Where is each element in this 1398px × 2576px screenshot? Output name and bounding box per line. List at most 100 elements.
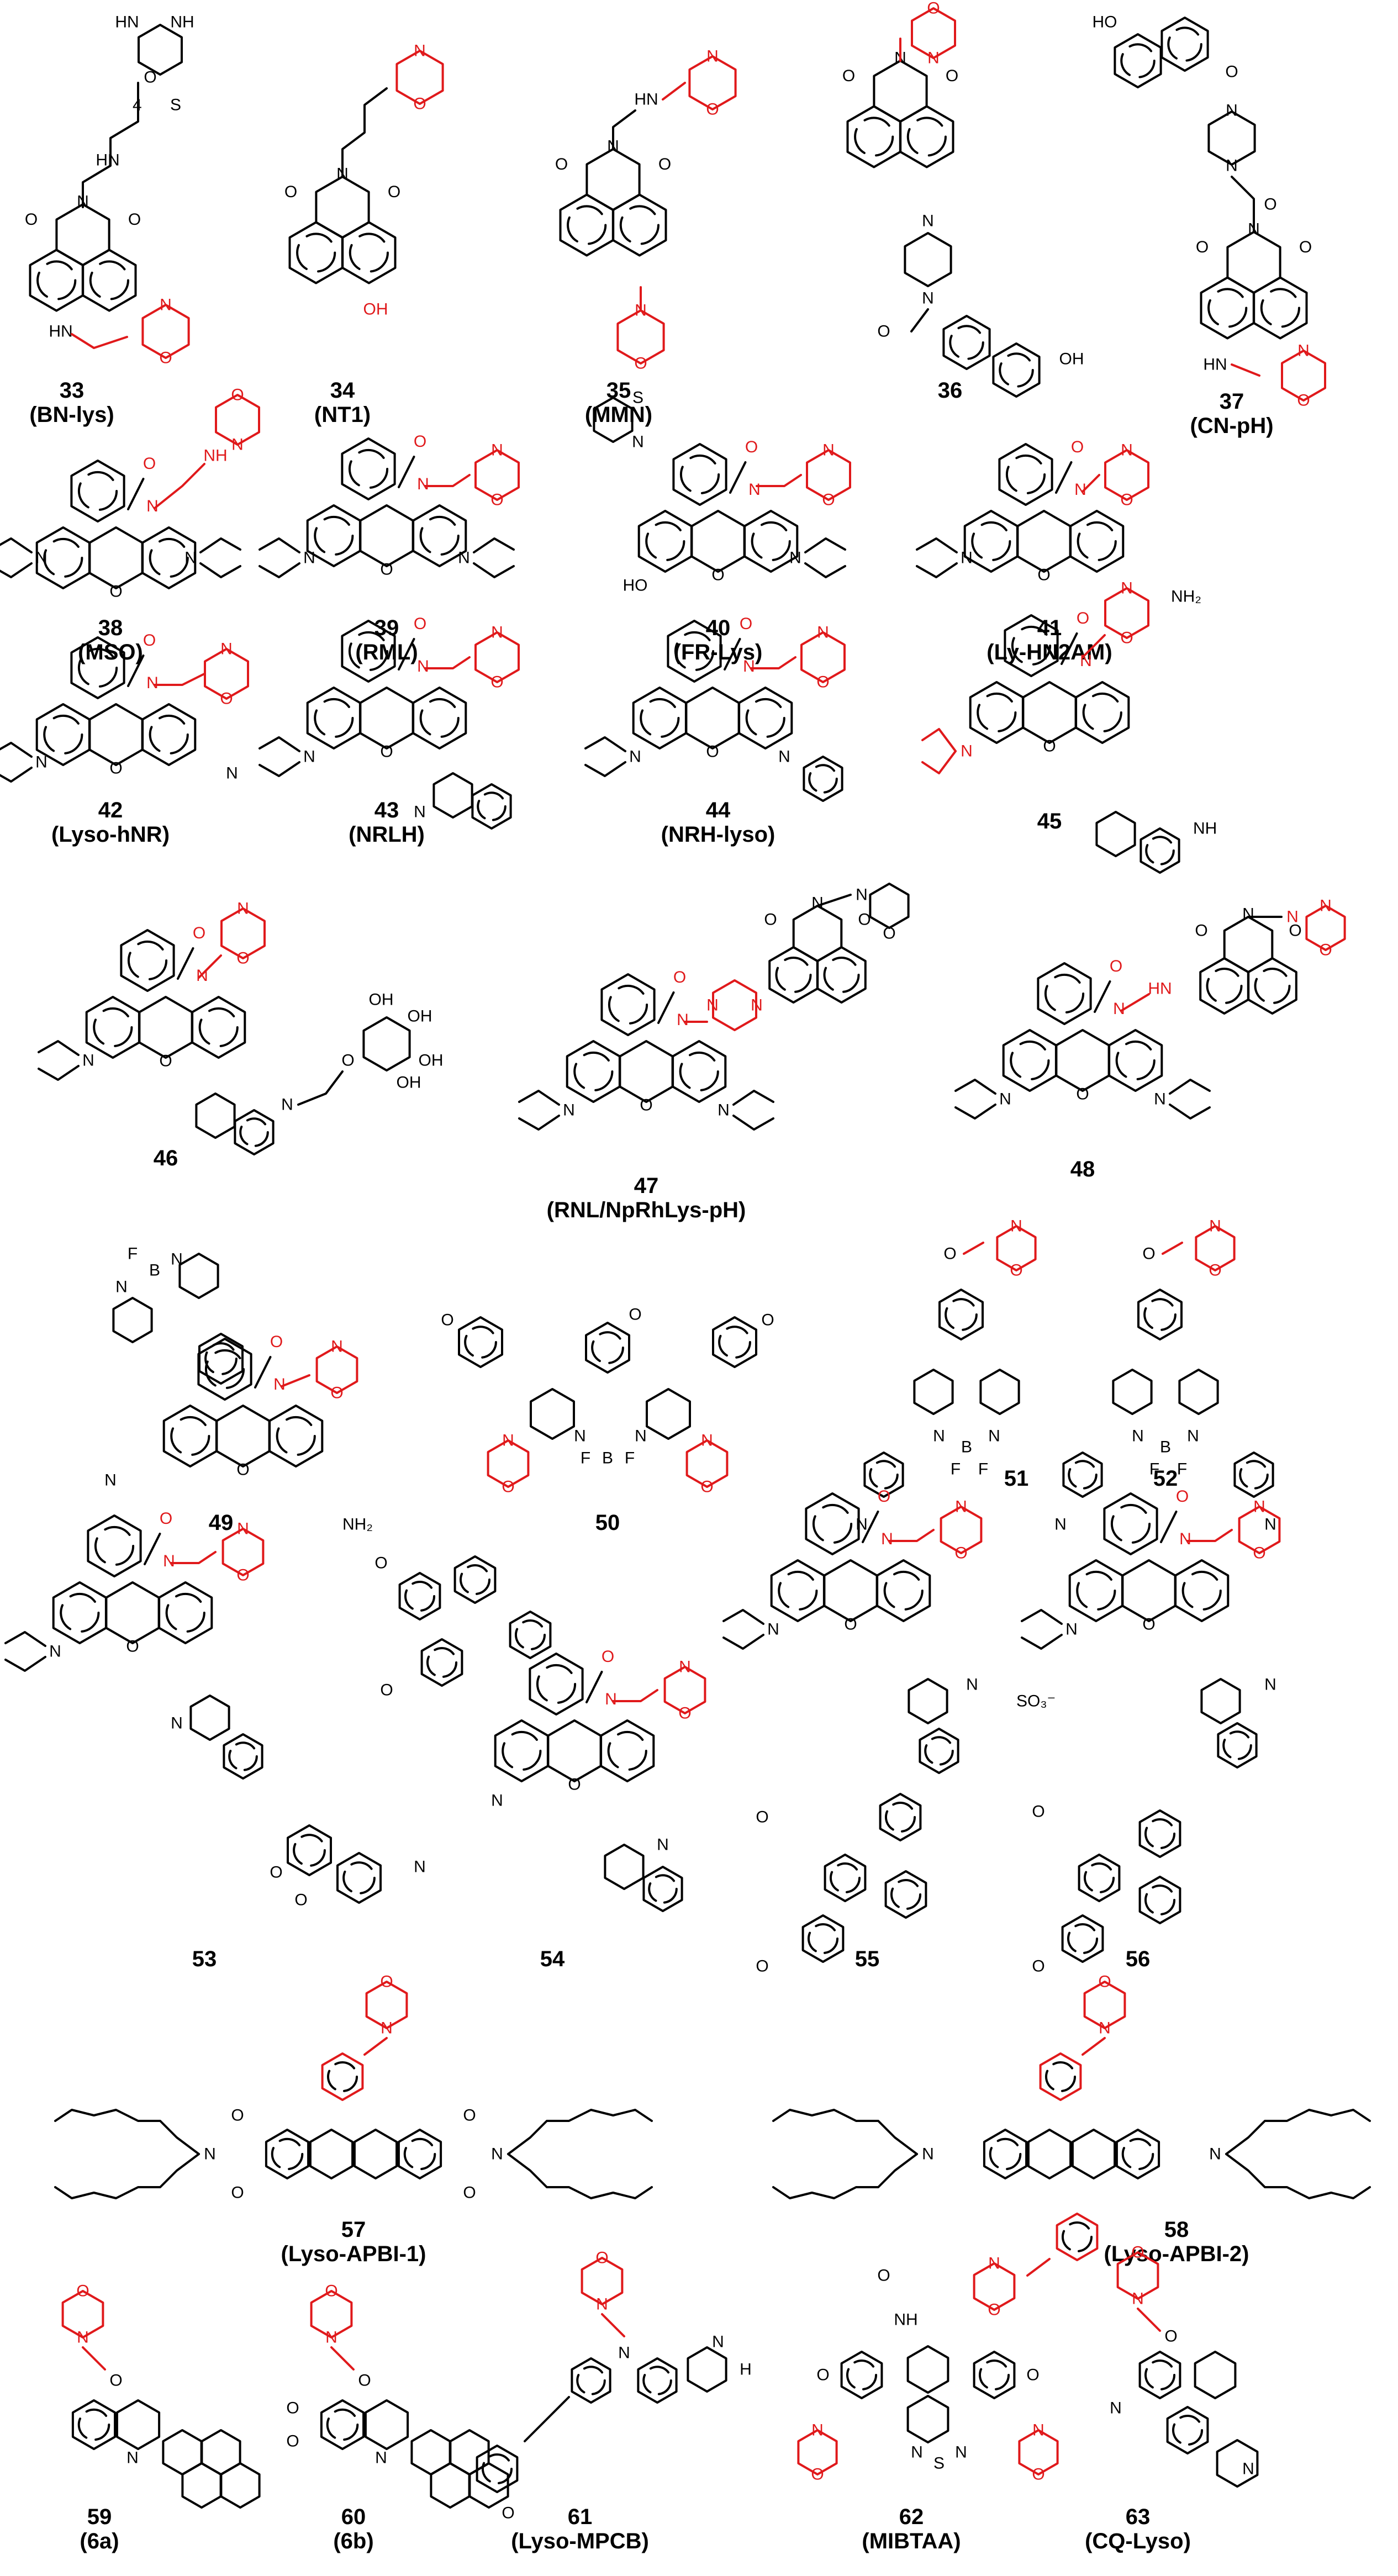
aromatic-ring bbox=[547, 1719, 602, 1782]
aromatic-ring bbox=[1121, 1559, 1177, 1622]
bond bbox=[0, 767, 33, 783]
subscript: 4 bbox=[133, 96, 142, 114]
targeting-linker bbox=[1162, 1242, 1183, 1255]
aromatic-bond bbox=[854, 117, 894, 157]
atom-label-n: N bbox=[1226, 157, 1238, 175]
compound-number: 33 bbox=[60, 378, 85, 403]
atom-label-o: O bbox=[658, 155, 671, 173]
compound-name: (MIBTAA) bbox=[862, 2529, 961, 2553]
aromatic-bond bbox=[43, 714, 83, 755]
atom-label-oh: OH bbox=[369, 991, 394, 1009]
aromatic-bond bbox=[883, 1570, 924, 1611]
atom-label-o: O bbox=[463, 2184, 476, 2202]
aromatic-ring bbox=[1216, 2439, 1259, 2488]
morpholine-ring bbox=[395, 50, 444, 105]
compound-number: 45 bbox=[1037, 809, 1062, 833]
atom-label-o: O bbox=[330, 1384, 343, 1402]
atom-label-o: O bbox=[144, 68, 156, 87]
atom-label-oh: OH bbox=[363, 300, 388, 319]
atom-label-o: O bbox=[1076, 1085, 1089, 1104]
atom-label-f: F bbox=[128, 1245, 138, 1263]
atom-label-n: N bbox=[789, 549, 801, 567]
aromatic-ring bbox=[341, 620, 396, 683]
aromatic-ring bbox=[432, 772, 473, 819]
aromatic-bond bbox=[640, 698, 680, 738]
aromatic-ring bbox=[913, 1369, 954, 1415]
aromatic-bond bbox=[829, 1862, 861, 1894]
atom-label-n: N bbox=[77, 2329, 89, 2347]
aromatic-bond bbox=[567, 205, 607, 245]
aromatic-ring bbox=[1233, 1451, 1274, 1498]
atom-label-o: O bbox=[109, 583, 122, 601]
aromatic-bond bbox=[1068, 1460, 1098, 1490]
aromatic-bond bbox=[1083, 1862, 1115, 1894]
atom-label-ho: HO bbox=[623, 577, 648, 595]
atom-label-hn: HN bbox=[634, 91, 658, 109]
aromatic-ring bbox=[353, 2129, 398, 2179]
atom-label-o: O bbox=[764, 911, 777, 929]
atom-label-n: N bbox=[1187, 1427, 1199, 1445]
atom-label-n: N bbox=[817, 624, 829, 642]
atom-label-o: O bbox=[109, 759, 122, 778]
bond bbox=[722, 1634, 764, 1650]
atom-label-o: O bbox=[842, 67, 855, 85]
atom-label-o: O bbox=[634, 355, 647, 373]
aromatic-ring bbox=[690, 510, 746, 573]
atom-label-o: O bbox=[231, 2184, 244, 2202]
atom-label-n: N bbox=[325, 2329, 337, 2347]
bond bbox=[1021, 1609, 1063, 1625]
compound-number: 59 bbox=[87, 2505, 112, 2529]
atom-label-o: O bbox=[284, 183, 297, 201]
atom-label-o: O bbox=[946, 67, 958, 85]
bond bbox=[341, 87, 388, 178]
atom-label-n: N bbox=[988, 2255, 1000, 2273]
atom-label-n: N bbox=[767, 1620, 779, 1639]
aromatic-ring bbox=[178, 1253, 219, 1299]
aromatic-bond bbox=[293, 1834, 326, 1867]
atom-label-n: N bbox=[146, 497, 159, 515]
atom-label-o: O bbox=[1195, 922, 1207, 940]
aromatic-bond bbox=[674, 631, 715, 672]
bond bbox=[722, 1609, 764, 1625]
compound-name: (Lyso-APBI-1) bbox=[281, 2242, 426, 2266]
compound-number: 56 bbox=[1126, 1947, 1151, 1971]
atom-label-o: O bbox=[816, 2366, 829, 2384]
atom-label-o: O bbox=[143, 455, 156, 473]
aromatic-ring bbox=[1078, 1854, 1121, 1902]
atom-label-n: N bbox=[922, 212, 934, 230]
compound-number: 44 bbox=[706, 798, 731, 822]
atom-label-o: O bbox=[109, 2372, 122, 2390]
bond bbox=[862, 1511, 879, 1543]
aromatic-bond bbox=[459, 1564, 491, 1596]
aromatic-ring bbox=[585, 148, 641, 211]
atom-label-o: O bbox=[1032, 1803, 1044, 1821]
atom-label-n: N bbox=[104, 1471, 117, 1490]
atom-label-n: N bbox=[273, 1375, 286, 1393]
atom-label-n: N bbox=[502, 1432, 514, 1450]
targeting-linker bbox=[662, 82, 686, 101]
aromatic-ring bbox=[138, 24, 183, 76]
bond bbox=[38, 1040, 80, 1056]
morpholine-ring bbox=[663, 1666, 706, 1714]
aromatic-bond bbox=[999, 352, 1034, 388]
aromatic-bond bbox=[276, 1416, 316, 1456]
aromatic-bond bbox=[477, 791, 507, 821]
targeting-linker bbox=[1026, 2258, 1051, 2277]
atom-label-s: S bbox=[170, 96, 181, 114]
aromatic-bond bbox=[1082, 692, 1122, 733]
aromatic-ring bbox=[234, 1109, 275, 1155]
bond bbox=[1225, 2109, 1371, 2155]
aromatic-bond bbox=[977, 692, 1017, 733]
aromatic-bond bbox=[426, 1646, 458, 1678]
bond bbox=[144, 1533, 161, 1565]
aromatic-bond bbox=[204, 1342, 238, 1375]
atom-label-n: N bbox=[933, 1427, 945, 1445]
